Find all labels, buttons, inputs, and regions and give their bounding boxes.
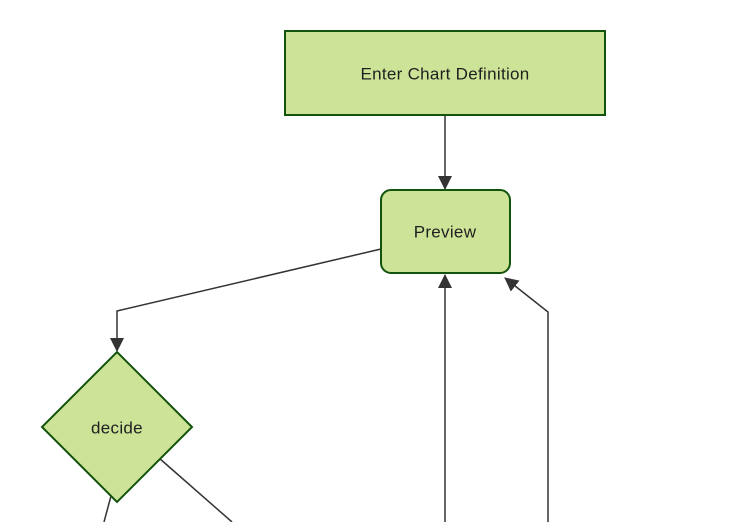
node-preview: Preview — [380, 189, 511, 274]
edge-decide-to-offscreen-bottom-left — [103, 495, 112, 522]
node-preview-label: Preview — [414, 223, 477, 242]
node-enter-chart-definition-label: Enter Chart Definition — [360, 65, 529, 84]
edge-preview-to-decide — [110, 248, 382, 352]
node-decide-label: decide — [91, 419, 143, 438]
node-decide: decide — [40, 350, 194, 504]
node-enter-chart-definition: Enter Chart Definition — [284, 30, 606, 116]
node-preview-shape — [380, 189, 511, 274]
edge-decide-to-offscreen-bottom-right — [158, 457, 233, 522]
edge-offscreen-bottom-right-to-preview — [504, 277, 549, 522]
node-enter-chart-definition-shape — [284, 30, 606, 116]
node-decide-shape — [40, 350, 194, 504]
